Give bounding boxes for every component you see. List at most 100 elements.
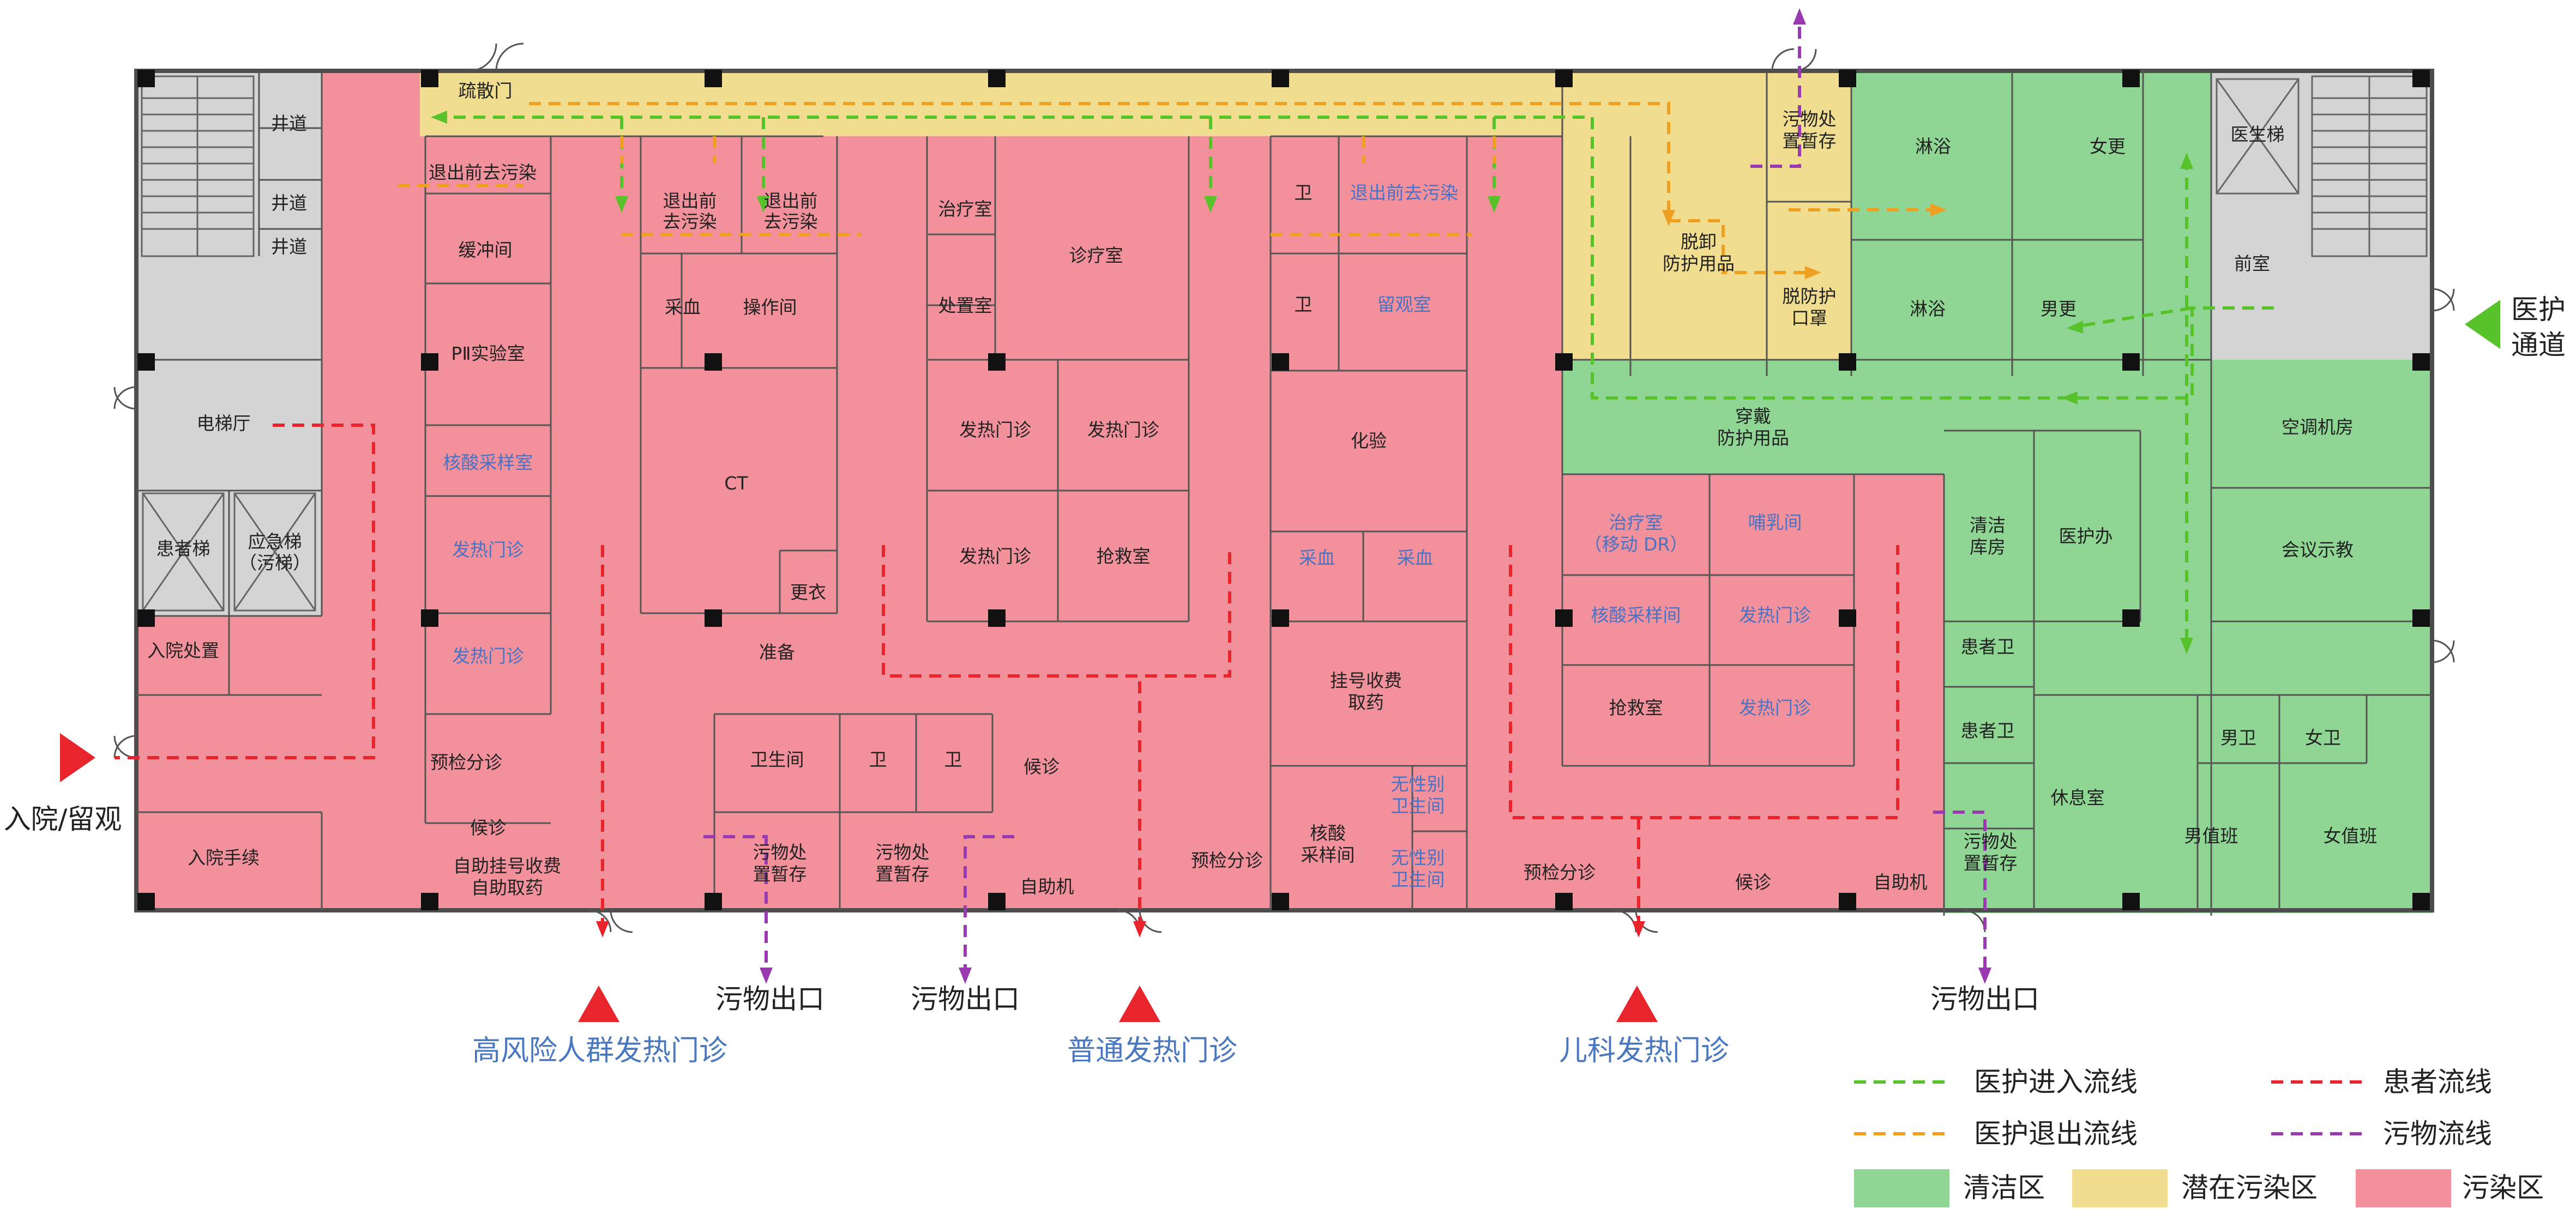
room-zhi-liao-dr-b: （移动 DR） <box>1584 534 1688 555</box>
room-nan-wei: 男卫 <box>2220 727 2256 748</box>
room-chuan-dai-a: 穿戴 <box>1735 406 1771 427</box>
interior-walls <box>136 71 2432 916</box>
room-jing-dao-3: 井道 <box>271 236 307 257</box>
room-qiang-jiu-1: 抢救室 <box>1097 546 1151 567</box>
waste-exit-label-1: 污物出口 <box>715 983 824 1015</box>
room-fa-re-a1: 发热门诊 <box>452 539 524 560</box>
room-hua-yan: 化验 <box>1351 430 1387 451</box>
room-jing-dao-1: 井道 <box>271 113 307 134</box>
room-wei-sheng-jian: 卫生间 <box>750 749 804 770</box>
staff-entry-marker <box>2465 300 2500 349</box>
room-ying-ji-ti: 应急梯 <box>248 531 302 552</box>
room-tuo-xie-b: 防护用品 <box>1663 253 1735 274</box>
room-nv-wei: 女卫 <box>2305 727 2341 748</box>
room-yu-jian-2: 预检分诊 <box>1191 850 1263 871</box>
service-stair-right <box>2211 71 2432 360</box>
room-fa-re-c1: 发热门诊 <box>1739 604 1811 626</box>
room-wu-wu-top-b: 置暂存 <box>1783 130 1837 152</box>
room-wu-xing-bie-1a: 无性别 <box>1391 773 1445 795</box>
zone-marker-high-risk <box>578 986 619 1022</box>
admission-entrance-label: 入院/留观 <box>4 803 122 835</box>
room-ru-yuan-shou-xu: 入院手续 <box>188 847 260 868</box>
stair-right <box>2311 75 2428 257</box>
room-chu-zhi-shi: 处置室 <box>938 295 992 316</box>
room-tui-chu-1: 退出前去污染 <box>429 162 537 183</box>
legend-contaminated-label: 污染区 <box>2462 1172 2544 1204</box>
room-bu-ru-jian: 哺乳间 <box>1748 512 1802 533</box>
room-fa-re-a2: 发热门诊 <box>452 645 524 667</box>
room-wu-wu-1b: 置暂存 <box>753 863 807 885</box>
semi-zone-block <box>1562 71 1859 376</box>
room-zi-zhu-gua-hao-2: 自助取药 <box>471 877 543 898</box>
room-zhun-bei: 准备 <box>759 642 795 663</box>
room-lin-yu-1: 淋浴 <box>1915 136 1951 157</box>
waste-flow <box>703 16 1987 976</box>
room-liu-guan-shi: 留观室 <box>1377 294 1431 315</box>
room-tui-chu-2a: 退出前 <box>663 190 717 211</box>
stair-left <box>141 75 255 257</box>
room-wu-xing-bie-2a: 无性别 <box>1391 847 1445 868</box>
room-wu-wu-2b: 置暂存 <box>876 863 930 885</box>
room-hou-zhen-3: 候诊 <box>1735 872 1771 893</box>
staff-enter-flow <box>436 116 2274 649</box>
room-nan-zhi-ban: 男值班 <box>2184 825 2238 847</box>
entrance-markers <box>60 300 2500 1022</box>
room-fa-re-c2: 发热门诊 <box>1739 697 1811 718</box>
room-fa-re-b1: 发热门诊 <box>959 419 1031 440</box>
room-yu-jian-1: 预检分诊 <box>430 752 502 773</box>
room-hou-zhen-1: 候诊 <box>470 817 506 838</box>
room-nv-geng: 女更 <box>2090 136 2126 157</box>
room-gua-hao-a: 挂号收费 <box>1330 670 1402 691</box>
room-cao-zuo-jian: 操作间 <box>743 297 797 318</box>
room-huan-zhe-wei-1: 患者卫 <box>1961 636 2015 657</box>
legend-clean-swatch <box>1854 1169 1949 1207</box>
legend-patient-label: 患者流线 <box>2383 1066 2492 1098</box>
room-ying-ji-ti-2: （污梯） <box>239 552 311 573</box>
room-zi-zhu-gua-hao-1: 自助挂号收费 <box>453 855 561 876</box>
room-ct: CT <box>724 473 748 494</box>
legend-staff-enter-label: 医护进入流线 <box>1974 1066 2138 1098</box>
room-kong-tiao: 空调机房 <box>2282 416 2354 438</box>
room-zhi-liao-shi: 治疗室 <box>938 198 992 220</box>
room-cai-xue-1: 采血 <box>665 297 701 318</box>
room-tuo-fang-hu-b: 口罩 <box>1791 307 1827 329</box>
room-zi-zhu-ji-1: 自助机 <box>1020 876 1074 897</box>
room-huan-zhe-ti: 患者梯 <box>157 538 210 559</box>
room-wu-xing-bie-2b: 卫生间 <box>1391 869 1445 890</box>
room-wu-wu-3b: 置暂存 <box>1964 853 2018 874</box>
exit-labels: 入院/留观 医护 通道 污物出口 污物出口 污物出口 <box>4 294 2566 1015</box>
zone-general-label: 普通发热门诊 <box>1067 1035 1237 1067</box>
room-zhen-liao-shi: 诊疗室 <box>1069 245 1123 266</box>
room-cai-xue-2: 采血 <box>1299 547 1335 569</box>
room-yi-hu-ban: 医护办 <box>2059 525 2113 547</box>
room-he-suan-2: 核酸采样间 <box>1591 604 1681 626</box>
legend-semi-swatch <box>2072 1169 2168 1207</box>
room-shu-san-men: 疏散门 <box>459 80 513 101</box>
door-swings <box>113 43 2455 933</box>
zone-pediatric-label: 儿科发热门诊 <box>1559 1035 1729 1067</box>
room-qing-jie-a: 清洁 <box>1970 515 2006 536</box>
room-tuo-xie-a: 脱卸 <box>1681 231 1717 252</box>
room-tui-chu-3a: 退出前 <box>764 190 818 211</box>
zone-marker-general <box>1119 986 1160 1022</box>
room-wei-3: 卫 <box>1295 182 1313 203</box>
room-qiang-jiu-2: 抢救室 <box>1609 697 1663 718</box>
room-zi-zhu-ji-2: 自助机 <box>1874 872 1928 893</box>
room-geng-yi: 更衣 <box>790 582 826 603</box>
legend-clean-label: 清洁区 <box>1963 1172 2045 1204</box>
zone-high-risk-label: 高风险人群发热门诊 <box>472 1035 727 1067</box>
zone-labels: 高风险人群发热门诊 普通发热门诊 儿科发热门诊 <box>472 1035 1729 1067</box>
room-he-suan-cai-yang-shi: 核酸采样室 <box>443 452 533 473</box>
admission-entry-marker <box>60 733 95 782</box>
elevator-shafts <box>142 78 2300 612</box>
waste-exit-label-3: 污物出口 <box>1930 983 2039 1015</box>
room-yu-jian-3: 预检分诊 <box>1524 862 1596 883</box>
room-tui-chu-3b: 去污染 <box>764 211 818 232</box>
staff-entrance-label-b: 通道 <box>2511 329 2566 361</box>
staff-exit-flow <box>398 102 1941 274</box>
waste-exit-label-2: 污物出口 <box>911 983 1020 1015</box>
room-lin-yu-2: 淋浴 <box>1910 298 1946 319</box>
room-nv-zhi-ban: 女值班 <box>2324 825 2378 847</box>
room-zhi-liao-dr-a: 治疗室 <box>1609 512 1663 533</box>
room-huan-zhe-wei-2: 患者卫 <box>1961 720 2015 741</box>
